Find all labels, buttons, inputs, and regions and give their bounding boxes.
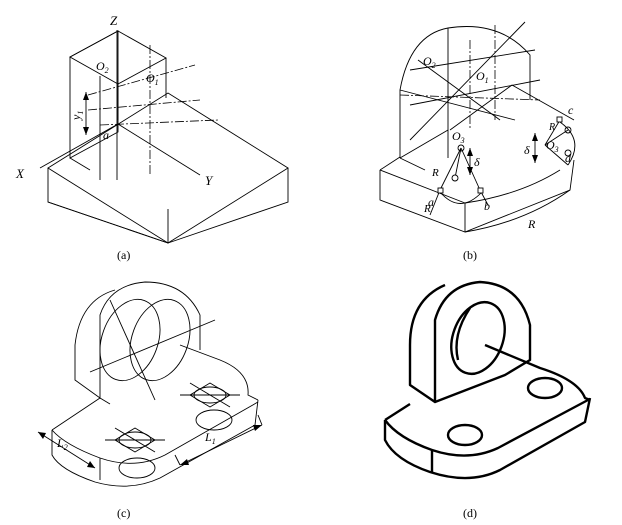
panel-b: O2 O1 O3 O3 R R R R a b c d δ δ (b) [379,21,576,262]
panel-b-upright-front [399,27,449,158]
panel-a-x-axis [39,123,119,169]
panel-c-caption: (c) [117,506,130,520]
panel-b-r-big-label: R [527,217,536,231]
panel-a-y-axis [117,123,201,176]
panel-a: Z X Y O2 O1 y1 a (a) [15,13,289,262]
panel-b-delta2-label: δ [524,143,530,157]
panel-a-a-label: a [103,128,109,142]
panel-c-l2-label: L2 [56,436,68,452]
panel-d-hole-right [526,376,564,400]
panel-c-bore-front [99,298,161,382]
panel-b-caption: (b) [463,248,477,262]
panel-a-base-right-face [167,168,289,244]
panel-c-bore-back [129,298,191,382]
panel-b-d-label: d [565,151,572,165]
panel-d-caption: (d) [463,506,477,520]
panel-a-y1-label: y1 [69,111,85,121]
panel-c-hole-right [195,409,233,431]
panel-a-x-label: X [15,166,25,181]
panel-c-hole-left [118,457,156,479]
panel-d-base-outline [383,397,592,480]
panel-c-upright [74,281,201,399]
panel-b-b-label: b [484,199,490,213]
panel-b-r-side-label: R [548,122,555,133]
panel-a-y-label: Y [205,173,214,188]
panel-d-bore [450,300,506,376]
panel-d-hole-left [446,423,484,447]
panel-a-o2-label: O2 [96,59,109,75]
panel-c: L2 L1 (c) [37,281,263,520]
panel-b-o2-label: O2 [423,54,436,70]
panel-b-o3b-label: O3 [546,138,559,154]
panel-d-upright-outline [408,280,532,404]
panel-b-delta1-label: δ [474,155,480,169]
panel-b-r-bottom-label: R [423,203,431,215]
panel-a-z-label: Z [110,13,118,28]
panel-b-c-label: c [568,103,574,117]
panel-a-o1-label: O1 [146,71,159,87]
panel-b-r-left-label: R [431,167,439,179]
panel-a-arrow-up [83,92,89,100]
panel-b-o3-label: O3 [452,129,465,145]
panel-c-l1-label: L1 [204,430,216,446]
panel-a-arrow-down [83,127,89,135]
panel-a-caption: (a) [117,248,130,262]
panel-d: (d) [383,280,592,520]
panel-b-a-label: a [428,195,434,209]
panel-b-o1-label: O1 [476,69,489,85]
